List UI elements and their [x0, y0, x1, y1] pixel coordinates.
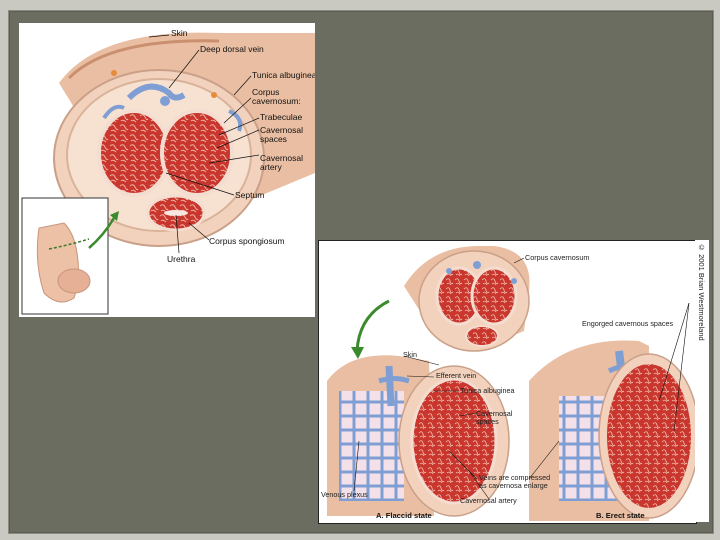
cross-section-figure: Skin Deep dorsal vein Tunica albuginea C… [19, 23, 315, 317]
label-cavernosal-artery-1: Cavernosal [260, 153, 303, 163]
label-tunica-albuginea: Tunica albuginea [252, 70, 315, 80]
caption-erect: B. Erect state [596, 511, 645, 520]
copyright-strip: © 2001 Brian Westmoreland [695, 240, 709, 522]
label-engorged-spaces: Engorged cavernous spaces [582, 319, 674, 328]
cross-section-illustration [21, 32, 315, 315]
label-skin: Skin [171, 28, 188, 38]
label-tunica-albuginea-bottom: Tunica albuginea [460, 386, 515, 395]
flaccid-erect-illustration [327, 246, 696, 521]
label-deep-dorsal-vein: Deep dorsal vein [200, 44, 264, 54]
label-trabeculae: Trabeculae [260, 112, 303, 122]
caption-flaccid: A. Flaccid state [376, 511, 432, 520]
label-cavernosal-spaces-2: spaces [260, 134, 287, 144]
label-cavernosal-artery-bottom: Cavernosal artery [460, 496, 517, 505]
label-skin-bottom: Skin [403, 350, 417, 359]
label-corpus-cavernosum-2: cavernosum: [252, 96, 301, 106]
label-corpus-spongiosum: Corpus spongiosum [209, 236, 285, 246]
label-septum: Septum [235, 190, 265, 200]
label-cavernosal-spaces-bottom-1: Cavernosal [476, 409, 513, 418]
label-corpus-cavernosum: Corpus cavernosum [525, 253, 590, 262]
label-efferent-vein: Efferent vein [436, 371, 477, 380]
label-cavernosal-spaces-bottom-2: spaces [476, 417, 499, 426]
label-veins-compressed-2: as cavernosa enlarge [479, 481, 548, 490]
label-corpus-cavernosum-1: Corpus [252, 87, 280, 97]
label-venous-plexus: Venous plexus [321, 490, 368, 499]
label-cavernosal-artery-2: artery [260, 162, 282, 172]
label-urethra: Urethra [167, 254, 196, 264]
label-veins-compressed-1: Veins are compressed [479, 473, 551, 482]
label-cavernosal-spaces-1: Cavernosal [260, 125, 303, 135]
flaccid-erect-figure: Corpus cavernosum Engorged cavernous spa… [318, 240, 697, 524]
copyright-text: © 2001 Brian Westmoreland [697, 243, 706, 341]
